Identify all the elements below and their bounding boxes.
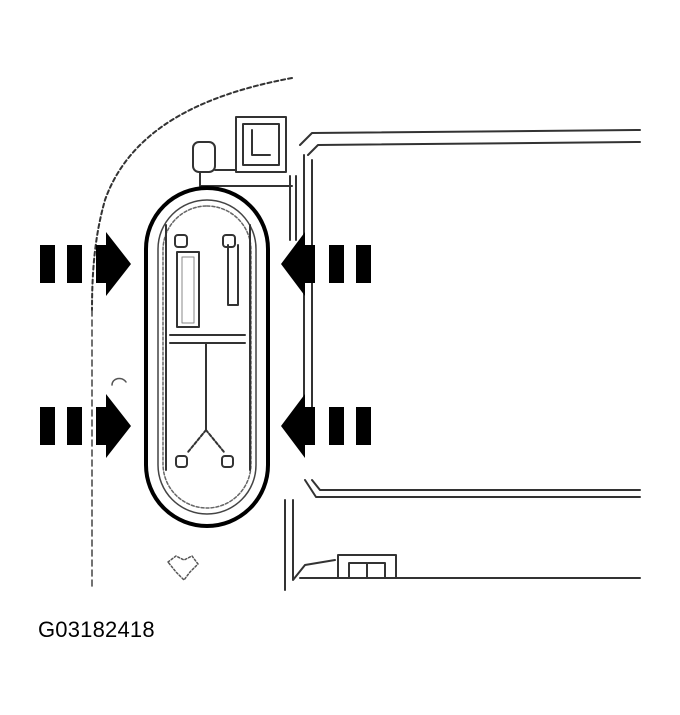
arrows: [40, 232, 371, 458]
figure-id-label: G03182418: [38, 617, 155, 642]
arrow-upper-left: [40, 232, 131, 296]
arrow-lower-left: [40, 394, 131, 458]
bottom-clip: [337, 554, 397, 579]
arrow-lower-right: [281, 394, 371, 458]
oval-bezel-outer: [144, 186, 270, 528]
right-housing: [284, 129, 641, 591]
panel-edge-curve: [91, 77, 293, 311]
oval-internals: [165, 224, 251, 471]
arrow-upper-right: [281, 232, 371, 296]
oval-bezel-inner: [157, 199, 257, 515]
fastener-symbol: [167, 555, 199, 581]
top-connector: [192, 116, 297, 241]
small-clip-mark: [111, 377, 127, 386]
